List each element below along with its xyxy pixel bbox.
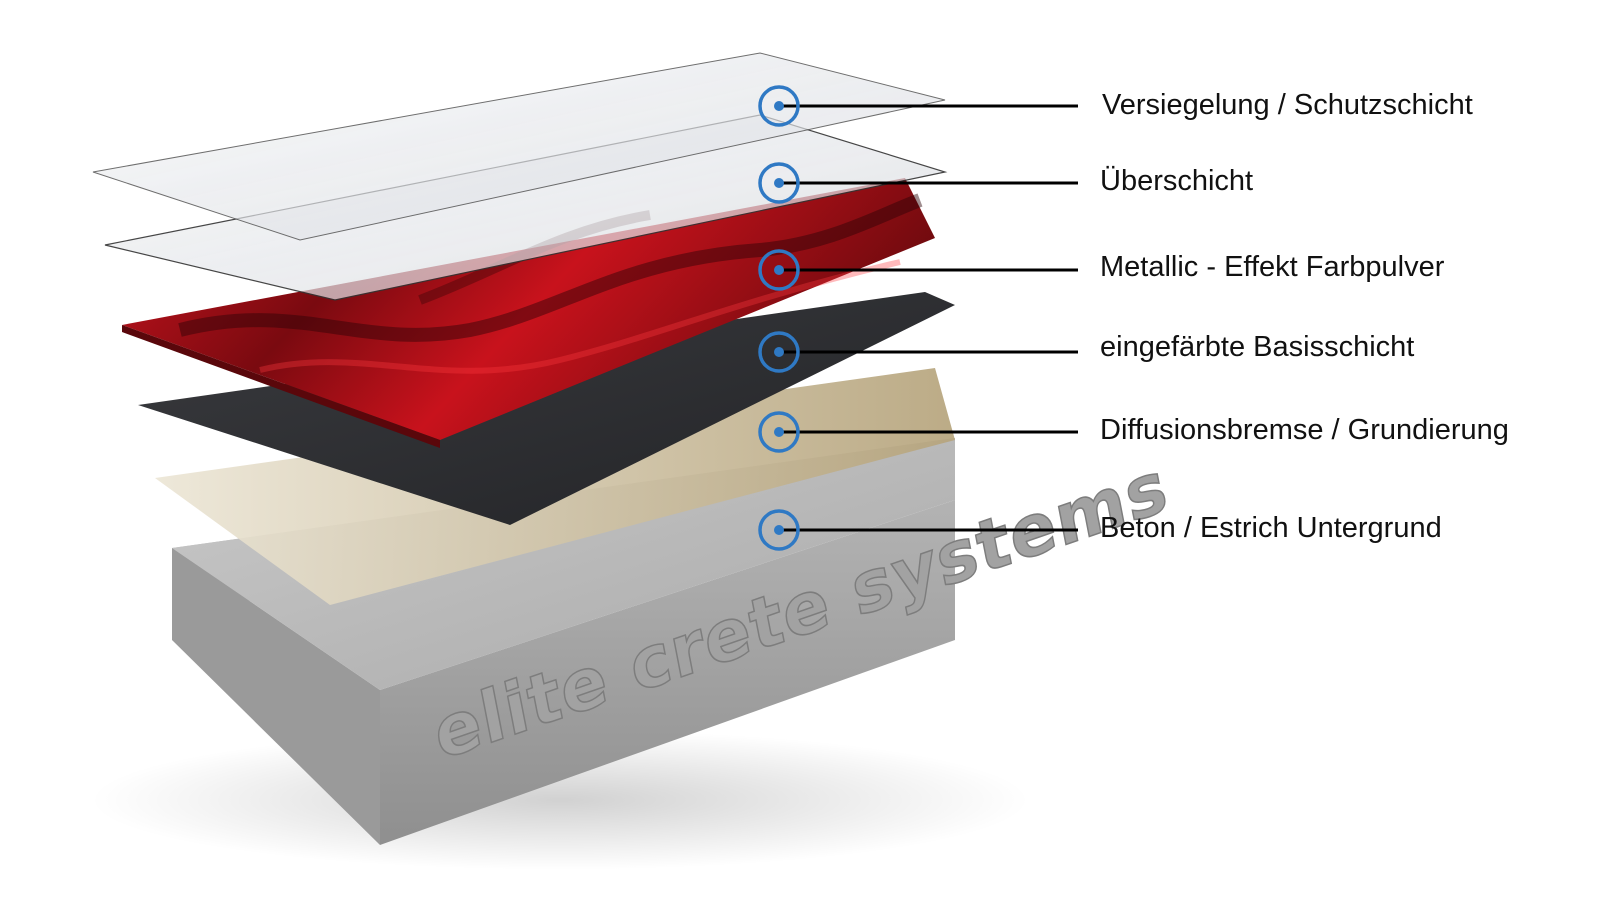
marker-ring-metallic — [758, 249, 800, 291]
marker-ring-sealer — [758, 85, 800, 127]
concrete-top — [172, 438, 955, 690]
marker-dot-basecoat — [774, 347, 784, 357]
marker-dot-substrate — [774, 525, 784, 535]
label-substrate: Beton / Estrich Untergrund — [1100, 512, 1442, 544]
layer-sealer — [92, 52, 946, 241]
label-primer: Diffusionsbremse / Grundierung — [1100, 414, 1509, 446]
label-topcoat: Überschicht — [1100, 165, 1254, 197]
layer-basecoat — [138, 292, 955, 525]
marker-ring-basecoat — [758, 331, 800, 373]
concrete-front-face — [380, 500, 955, 845]
concrete-left-face — [172, 548, 380, 845]
marker-ring-primer — [758, 411, 800, 453]
label-metallic: Metallic - Effekt Farbpulver — [1100, 251, 1445, 283]
label-sealer: Versiegelung / Schutzschicht — [1102, 89, 1473, 121]
marker-ring-substrate — [758, 509, 800, 551]
marker-dot-topcoat — [774, 178, 784, 188]
callout-group — [758, 85, 1078, 551]
marker-dot-metallic — [774, 265, 784, 275]
marker-dot-sealer — [774, 101, 784, 111]
label-basecoat: eingefärbte Basisschicht — [1100, 331, 1415, 363]
marker-dot-primer — [774, 427, 784, 437]
marker-ring-topcoat — [758, 162, 800, 204]
